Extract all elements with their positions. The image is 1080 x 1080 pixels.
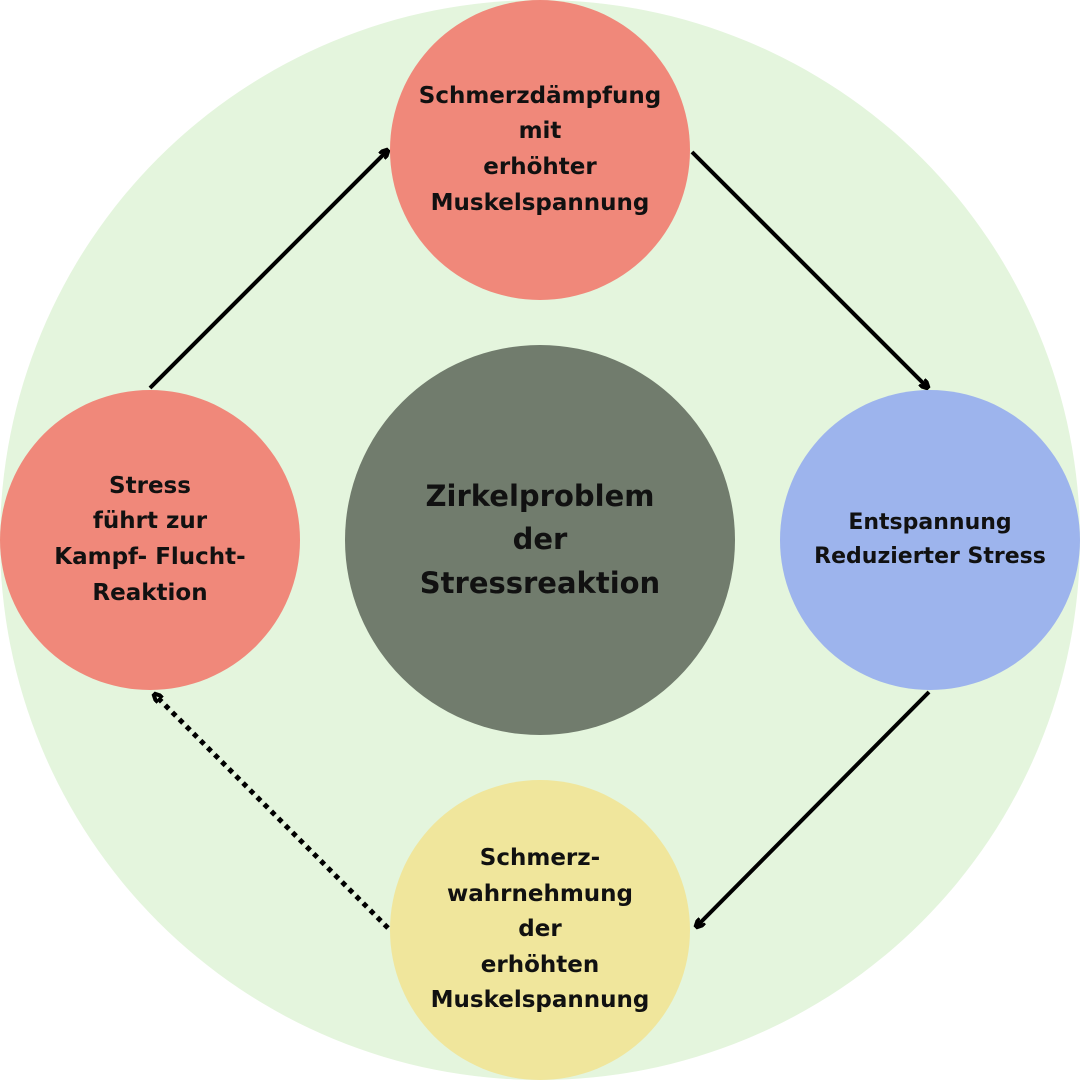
node-label-line: führt zur [92,508,208,535]
node-right-label: Entspannung Reduzierter Stress [814,506,1046,574]
node-label-line: Muskelspannung [430,987,650,1014]
center-title-line: Stressreaktion [419,565,661,600]
center-title-line: Zirkelproblem [425,478,655,513]
node-label-line: erhöhter [483,154,597,180]
node-label-line: wahrnehmung [446,880,633,907]
node-label-line: der [518,916,562,943]
center-title: Zirkelproblem der Stressreaktion [420,475,660,606]
node-left-label: Stress führt zur Kampf- Flucht- Reaktion [54,469,245,612]
node-label-line: Schmerz- [479,844,601,871]
node-label-line: erhöhten [480,951,600,978]
node-bottom-pain-perception: Schmerz- wahrnehmung der erhöhten Muskel… [390,780,690,1080]
node-label-line: Entspannung [848,509,1012,535]
node-top-pain-dampening: Schmerzdämpfung mit erhöhter Muskelspann… [390,0,690,300]
node-label-line: mit [518,118,562,145]
node-label-line: Reduzierter Stress [814,544,1046,569]
node-top-label: Schmerzdämpfung mit erhöhter Muskelspann… [419,79,662,222]
node-right-relaxation: Entspannung Reduzierter Stress [780,390,1080,690]
node-label-line: Stress [109,472,191,499]
node-bottom-label: Schmerz- wahrnehmung der erhöhten Muskel… [431,841,650,1019]
node-label-line: Kampf- Flucht- [54,544,246,570]
node-left-stress: Stress führt zur Kampf- Flucht- Reaktion [0,390,300,690]
center-circle: Zirkelproblem der Stressreaktion [345,345,735,735]
center-title-line: der [512,522,568,557]
node-label-line: Schmerzdämpfung [418,82,662,109]
node-label-line: Reaktion [92,579,208,606]
node-label-line: Muskelspannung [430,189,650,216]
